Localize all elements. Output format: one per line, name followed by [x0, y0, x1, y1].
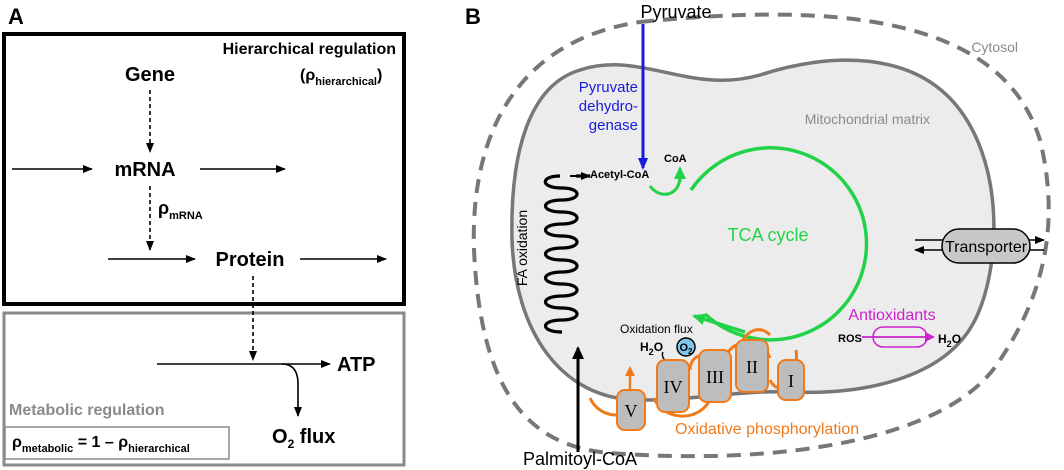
palmitoyl-coa-label: Palmitoyl-CoA: [523, 449, 637, 469]
pdh-label-line3: genase: [589, 117, 638, 134]
metabolic-formula: ρmetabolic = 1 – ρhierarchical: [12, 434, 190, 455]
hierarchical-rho-label: (ρhierarchical): [300, 67, 382, 88]
svg-text:II: II: [746, 357, 758, 377]
svg-text:V: V: [625, 401, 638, 421]
protein-label: Protein: [216, 249, 285, 271]
mrna-label: mRNA: [114, 159, 175, 181]
transporter-capsule: [941, 228, 1031, 264]
pyruvate-label: Pyruvate: [640, 2, 711, 22]
tca-cycle-arrowhead: [692, 313, 746, 334]
coa-label: CoA: [664, 153, 687, 165]
oxidation-h2o-label: H2O: [640, 340, 663, 357]
tca-cycle-label: TCA cycle: [727, 225, 808, 245]
complex-ii: II: [735, 339, 769, 393]
svg-text:IV: IV: [664, 377, 683, 397]
gene-label: Gene: [125, 64, 175, 86]
pdh-label-line2: dehydro-: [579, 98, 638, 115]
antioxidant-h2o-label: H2O: [938, 332, 961, 349]
outer-membrane: [471, 12, 1051, 459]
o2-bubble-label: O2: [679, 342, 693, 356]
complex-iii: III: [698, 349, 732, 403]
complex-v: V: [616, 389, 646, 431]
panel-b-letter: B: [465, 4, 481, 29]
tca-cycle-circle: [689, 146, 869, 342]
matrix-label: Mitochondrial matrix: [805, 111, 930, 127]
svg-text:I: I: [788, 371, 794, 391]
cytosol-label: Cytosol: [971, 39, 1018, 55]
o2-flux-label: O2 flux: [272, 426, 335, 451]
panel-a-letter: A: [8, 4, 24, 29]
transporter-label: Transporter: [945, 239, 1028, 256]
complex-i: I: [777, 359, 805, 401]
ros-label: ROS: [838, 333, 862, 345]
fa-oxidation-label: FA oxidation: [514, 210, 530, 286]
oxphos-label: Oxidative phosphorylation: [675, 421, 859, 438]
panel-a: A Hierarchical regulation (ρhierarchical…: [2, 4, 406, 467]
antioxidants-label: Antioxidants: [848, 307, 935, 324]
hierarchical-box: [2, 32, 406, 306]
mitochondrion-membrane: [510, 58, 996, 402]
complex-iv: IV: [656, 359, 690, 413]
metabolic-title: Metabolic regulation: [9, 402, 165, 419]
rho-mrna-label: ρmRNA: [158, 198, 203, 222]
metabolic-box: [2, 311, 406, 467]
atp-label: ATP: [337, 354, 376, 376]
oxidation-flux-label: Oxidation flux: [620, 322, 693, 336]
metabolic-formula-box: [4, 426, 230, 460]
svg-text:III: III: [706, 367, 724, 387]
o2-flux-arrow: [281, 363, 302, 417]
pdh-label-line1: Pyruvate: [579, 79, 638, 96]
panel-b: B Cytosol Mitochondrial matrix Pyruvate …: [465, 2, 1051, 469]
o2-bubble: [676, 337, 696, 357]
hierarchical-title: Hierarchical regulation: [223, 41, 396, 58]
acetyl-coa-label: Acetyl-CoA: [590, 169, 649, 181]
